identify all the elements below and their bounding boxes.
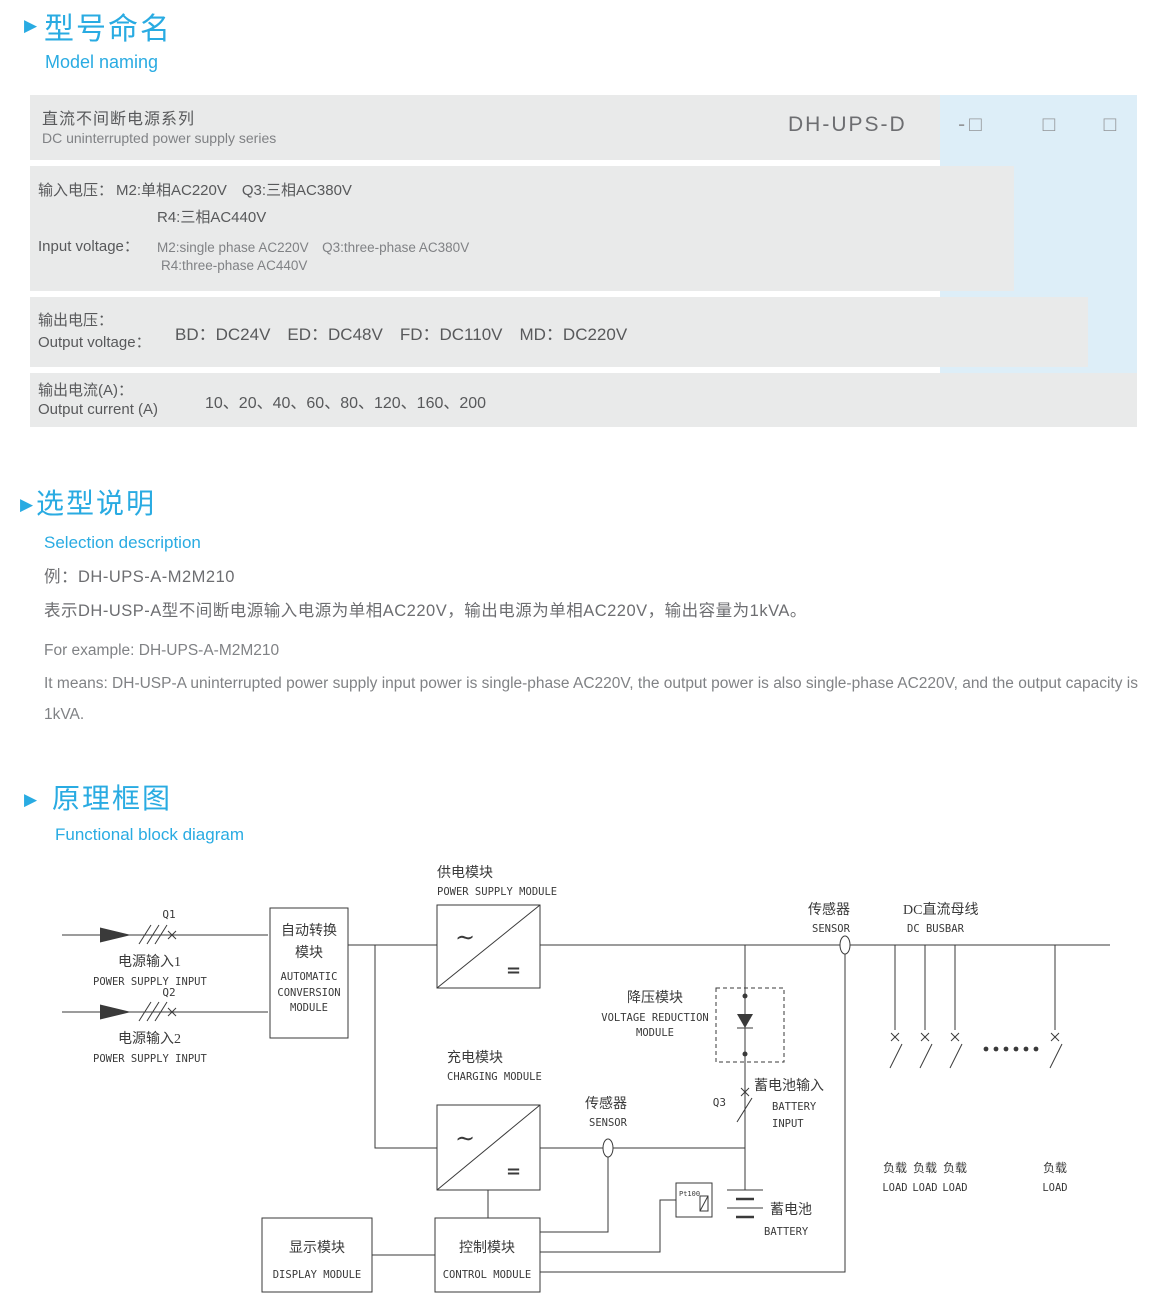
input1-arrow-icon <box>100 927 131 943</box>
load4-label-en: LOAD <box>1042 1182 1067 1194</box>
conversion-module-box <box>269 907 349 1039</box>
load-branch-switches <box>889 945 1063 1069</box>
selection-example-zh: 例：DH-UPS-A-M2M210 <box>44 568 235 586</box>
dc-symbol: = <box>506 1161 521 1182</box>
model-naming-title-zh: 型号命名 <box>44 13 172 46</box>
input-voltage-label-zh: 输入电压： <box>38 182 114 199</box>
q1-label: Q1 <box>162 908 175 921</box>
model-naming-title-en: Model naming <box>45 52 159 72</box>
control-module-label-zh: 控制模块 <box>459 1240 515 1256</box>
battery-input-label-en-2: INPUT <box>772 1118 804 1130</box>
selection-title-en: Selection description <box>44 533 201 552</box>
diagram-wires <box>62 904 1110 1293</box>
section-bullet-icon: ▶ <box>24 16 38 35</box>
table-row-series: 直流不间断电源系列 DC uninterrupted power supply … <box>30 95 940 160</box>
power-supply-module-label-zh: 供电模块 <box>437 865 493 881</box>
diagram-title-en: Functional block diagram <box>55 825 244 844</box>
diagram-title-zh: 原理框图 <box>52 783 173 814</box>
q3-label: Q3 <box>713 1096 726 1109</box>
battery-input-label-zh: 蓄电池输入 <box>754 1078 824 1094</box>
input2-label-en: POWER SUPPLY INPUT <box>93 1053 207 1065</box>
battery-label-zh: 蓄电池 <box>770 1202 812 1218</box>
input-voltage-options-en-2: R4:three-phase AC440V <box>161 258 308 273</box>
busbar-label-en: DC BUSBAR <box>907 923 965 935</box>
table-row-input-voltage: 输入电压： M2:单相AC220V Q3:三相AC380V R4:三相AC440… <box>30 166 1014 291</box>
power-supply-module-box <box>436 904 541 989</box>
model-code: DH-UPS-D <box>788 113 907 136</box>
sensor2-label-zh: 传感器 <box>585 1095 627 1112</box>
conversion-label-en-1: AUTOMATIC <box>281 971 338 983</box>
code-box-3: □ <box>1103 113 1121 136</box>
load1-label-en: LOAD <box>882 1182 907 1194</box>
output-current-label-zh: 输出电流(A)： <box>38 382 133 399</box>
ac-symbol: ∼ <box>455 1124 475 1152</box>
input2-label-zh: 电源输入2 <box>118 1031 181 1047</box>
conversion-label-en-2: CONVERSION <box>277 987 340 999</box>
load1-label-zh: 负载 <box>883 1161 907 1175</box>
input2-arrow-icon <box>100 1004 131 1020</box>
ac-symbol: ∼ <box>455 923 475 951</box>
input-voltage-label-en: Input voltage： <box>38 238 139 255</box>
busbar-label-zh: DC直流母线 <box>903 901 978 918</box>
diagram-filled-marks <box>100 927 1039 1057</box>
battery-symbol <box>727 1189 763 1219</box>
load3-label-en: LOAD <box>942 1182 967 1194</box>
series-label-zh: 直流不间断电源系列 <box>42 111 196 128</box>
code-box-2: □ <box>1042 113 1060 136</box>
q2-label: Q2 <box>162 986 175 999</box>
section-bullet-icon: ▶ <box>20 495 34 514</box>
input-voltage-options-zh-2: R4:三相AC440V <box>157 209 267 226</box>
output-voltage-label-en: Output voltage： <box>38 334 151 351</box>
model-naming-table: 直流不间断电源系列 DC uninterrupted power supply … <box>30 95 1137 427</box>
input-voltage-options-en-1: M2:single phase AC220V Q3:three-phase AC… <box>157 240 470 255</box>
pt100-label: Pt100 <box>679 1190 700 1198</box>
load4-label-zh: 负载 <box>1043 1161 1067 1175</box>
table-row-output-current: 输出电流(A)： Output current (A) 10、20、40、60、… <box>30 373 1137 427</box>
sensor1-label-en: SENSOR <box>812 923 851 935</box>
voltage-reduction-label-en-1: VOLTAGE REDUCTION <box>601 1012 708 1024</box>
input1-label-en: POWER SUPPLY INPUT <box>93 976 207 988</box>
functional-block-diagram: Q1 Q2 电源输入1 POWER SUPPLY INPUT 电源输入2 POW… <box>62 865 1110 1293</box>
sensor-2-icon <box>602 1138 614 1158</box>
power-supply-module-label-en: POWER SUPPLY MODULE <box>437 886 557 898</box>
selection-desc-en: It means: DH-USP-A uninterrupted power s… <box>44 675 1138 723</box>
series-label-en: DC uninterrupted power supply series <box>42 130 277 146</box>
diagram-labels: Q1 Q2 电源输入1 POWER SUPPLY INPUT 电源输入2 POW… <box>93 865 1068 1281</box>
diode-icon <box>737 1014 753 1028</box>
load2-label-zh: 负载 <box>913 1161 937 1175</box>
load3-label-zh: 负载 <box>943 1161 967 1175</box>
output-voltage-label-zh: 输出电压： <box>38 312 114 329</box>
selection-example-en: For example: DH-UPS-A-M2M210 <box>44 642 280 659</box>
battery-input-label-en-1: BATTERY <box>772 1101 817 1113</box>
control-module-label-en: CONTROL MODULE <box>443 1269 532 1281</box>
voltage-reduction-label-en-2: MODULE <box>636 1027 674 1039</box>
voltage-reduction-label-zh: 降压模块 <box>627 990 683 1006</box>
output-current-label-en: Output current (A) <box>38 401 159 418</box>
charging-module-label-en: CHARGING MODULE <box>447 1071 542 1083</box>
conversion-label-en-3: MODULE <box>290 1002 328 1014</box>
selection-title-zh: 选型说明 <box>36 488 157 519</box>
output-voltage-options: BD：DC24V ED：DC48V FD：DC110V MD：DC220V <box>175 325 628 344</box>
output-current-options: 10、20、40、60、80、120、160、200 <box>205 395 487 412</box>
code-box-1: -□ <box>958 113 986 136</box>
sensor1-label-zh: 传感器 <box>808 901 850 918</box>
conversion-label-zh-2: 模块 <box>295 945 323 961</box>
input1-label-zh: 电源输入1 <box>118 954 181 970</box>
selection-desc-zh: 表示DH-USP-A型不间断电源输入电源为单相AC220V，输出电源为单相AC2… <box>44 602 807 620</box>
load2-label-en: LOAD <box>912 1182 937 1194</box>
table-row-output-voltage: 输出电压： Output voltage： BD：DC24V ED：DC48V … <box>30 297 1088 367</box>
input-voltage-options-zh-1: M2:单相AC220V Q3:三相AC380V <box>116 182 352 199</box>
pt100-box <box>675 1182 713 1218</box>
section-bullet-icon: ▶ <box>24 790 38 809</box>
display-module-label-zh: 显示模块 <box>289 1240 345 1256</box>
sensor-1-icon <box>839 935 851 955</box>
voltage-reduction-box <box>715 987 785 1063</box>
sensor2-label-en: SENSOR <box>589 1117 628 1129</box>
dc-symbol: = <box>506 960 521 981</box>
display-module-label-en: DISPLAY MODULE <box>273 1269 362 1281</box>
battery-label-en: BATTERY <box>764 1226 809 1238</box>
charging-module-label-zh: 充电模块 <box>447 1050 503 1066</box>
conversion-label-zh-1: 自动转换 <box>281 922 337 939</box>
